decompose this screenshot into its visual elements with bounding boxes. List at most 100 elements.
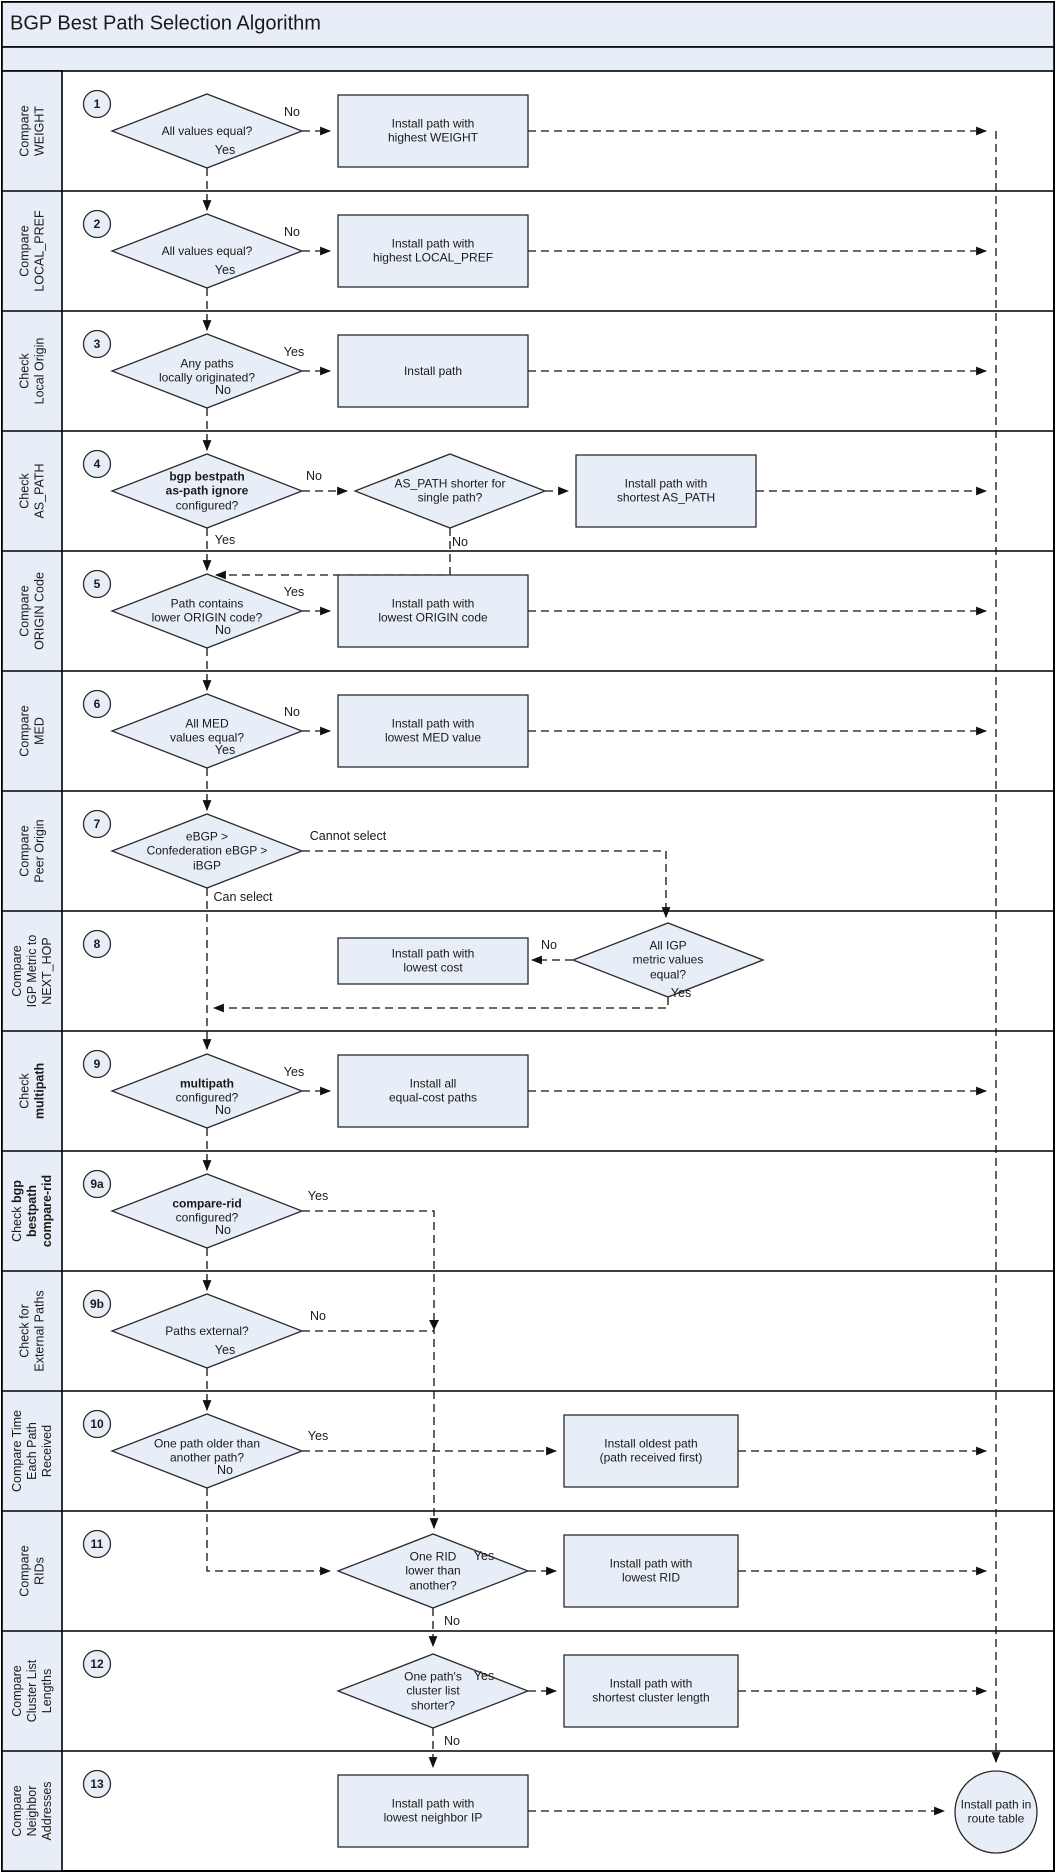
- decision-diamonds: [110, 93, 765, 1729]
- edge-label-no-5: No: [215, 623, 231, 637]
- edge-label-no-11: No: [444, 1614, 460, 1628]
- diamond-text-q4b: AS_PATH shorter for single path?: [394, 476, 506, 505]
- step-number-4: 4: [93, 457, 101, 471]
- step-number-9a: 9a: [90, 1177, 104, 1191]
- step-number-11: 11: [90, 1537, 104, 1551]
- step-circle-9b: [82, 1289, 112, 1319]
- diamond-text-q11: One RID lower than another?: [405, 1549, 461, 1593]
- edge-label-yes-10: Yes: [307, 1429, 329, 1443]
- diamond-text-q3: Any paths locally originated?: [158, 356, 256, 385]
- step-circle-12: [82, 1649, 112, 1679]
- step-number-6: 6: [93, 697, 101, 711]
- diamond-q9a: [110, 1173, 304, 1249]
- box-b6: [337, 694, 529, 768]
- step-circle-9: [82, 1049, 112, 1079]
- diamond-text-q9b: Paths external?: [165, 1323, 249, 1338]
- box-b9: [337, 1054, 529, 1128]
- title-band: [1, 1, 1055, 48]
- box-b2: [337, 214, 529, 288]
- step-circle-4: [82, 449, 112, 479]
- edge-label-yes-9a: Yes: [307, 1189, 329, 1203]
- edge-label-no-8: No: [541, 938, 557, 952]
- edge-label-yes-6: Yes: [214, 743, 236, 757]
- diamond-q8: [571, 922, 765, 998]
- edge-label-no-9: No: [215, 1103, 231, 1117]
- diamond-text-q10: One path older than another path?: [153, 1436, 261, 1465]
- box-text-b8: Install path with lowest cost: [391, 946, 475, 975]
- box-b8: [337, 937, 529, 985]
- box-b3: [337, 334, 529, 408]
- edge-label-can-select: Can select: [213, 890, 273, 904]
- step-circle-5: [82, 569, 112, 599]
- lane-boundaries: [2, 190, 1054, 1752]
- lane-label-12: Compare Cluster List Lengths: [9, 1659, 54, 1723]
- lane-label-3: Check Local Origin: [17, 337, 46, 405]
- edge-label-no-4: No: [306, 469, 322, 483]
- edge-label-yes-12: Yes: [473, 1669, 495, 1683]
- step-number-5: 5: [93, 577, 101, 591]
- box-text-b10: Install oldest path (path received first…: [599, 1436, 703, 1465]
- step-circle-1: [82, 89, 112, 119]
- edge-label-yes-2: Yes: [214, 263, 236, 277]
- merge-arrowhead: [429, 1320, 439, 1330]
- step-circle-7: [82, 809, 112, 839]
- edge-label-no-1: No: [284, 105, 300, 119]
- box-text-b12: Install path with shortest cluster lengt…: [592, 1676, 710, 1705]
- edge-label-no-4b: No: [452, 535, 468, 549]
- step-number-7: 7: [93, 817, 101, 831]
- step-number-3: 3: [93, 337, 101, 351]
- diamond-q1: [110, 93, 304, 169]
- box-text-b1: Install path with highest WEIGHT: [387, 116, 479, 145]
- page-title: BGP Best Path Selection Algorithm: [10, 12, 321, 35]
- step-circle-6: [82, 689, 112, 719]
- lane-label-5: Compare ORIGIN Code: [17, 572, 46, 650]
- lane-label-7: Compare Peer Origin: [17, 819, 46, 883]
- lane-label-6: Compare MED: [17, 705, 46, 757]
- lane-label-9b: Check for External Paths: [17, 1290, 46, 1372]
- edge-label-cannot-select: Cannot select: [309, 829, 387, 843]
- diamond-q4a: [110, 453, 304, 529]
- lane-label-1: Compare WEIGHT: [17, 105, 46, 157]
- edge-label-yes-8: Yes: [670, 986, 692, 1000]
- step-number-2: 2: [93, 217, 101, 231]
- step-number-10: 10: [90, 1417, 104, 1431]
- diamond-text-q7: eBGP > Confederation eBGP > iBGP: [146, 829, 268, 873]
- lane-label-band: [1, 70, 63, 1872]
- step-number-9: 9: [93, 1057, 101, 1071]
- edge-label-no-9a: No: [215, 1223, 231, 1237]
- box-b1: [337, 94, 529, 168]
- box-b13: [337, 1774, 529, 1848]
- diamond-q9: [110, 1053, 304, 1129]
- edge-label-no-10: No: [217, 1463, 233, 1477]
- step-circles: [82, 89, 112, 1799]
- diamond-q2: [110, 213, 304, 289]
- edge-label-yes-5: Yes: [283, 585, 305, 599]
- box-text-b13: Install path with lowest neighbor IP: [383, 1796, 483, 1825]
- lane-label-2: Compare LOCAL_PREF: [17, 210, 46, 292]
- box-b12: [563, 1654, 739, 1728]
- edge-label-yes-11: Yes: [473, 1549, 495, 1563]
- box-text-b6: Install path with lowest MED value: [384, 716, 482, 745]
- process-boxes: [337, 94, 757, 1848]
- box-b11: [563, 1534, 739, 1608]
- connectors: [202, 126, 1001, 1816]
- step-circle-10: [82, 1409, 112, 1439]
- subtitle-band: [1, 46, 1055, 72]
- diamond-q12: [336, 1653, 530, 1729]
- box-text-b9: Install all equal-cost paths: [388, 1076, 478, 1105]
- lane-label-11: Compare RIDs: [17, 1545, 46, 1597]
- box-text-b3: Install path: [403, 363, 463, 378]
- step-circle-13: [82, 1769, 112, 1799]
- diamond-text-q2: All values equal?: [161, 243, 253, 258]
- edge-label-yes-9: Yes: [283, 1065, 305, 1079]
- edge-label-yes-4: Yes: [214, 533, 236, 547]
- step-circle-9a: [82, 1169, 112, 1199]
- step-circle-3: [82, 329, 112, 359]
- lane-label-9: Check multipath: [17, 1062, 46, 1120]
- step-number-13: 13: [90, 1777, 104, 1791]
- diamond-q4b: [353, 453, 547, 529]
- edge-label-no-9b: No: [310, 1309, 326, 1323]
